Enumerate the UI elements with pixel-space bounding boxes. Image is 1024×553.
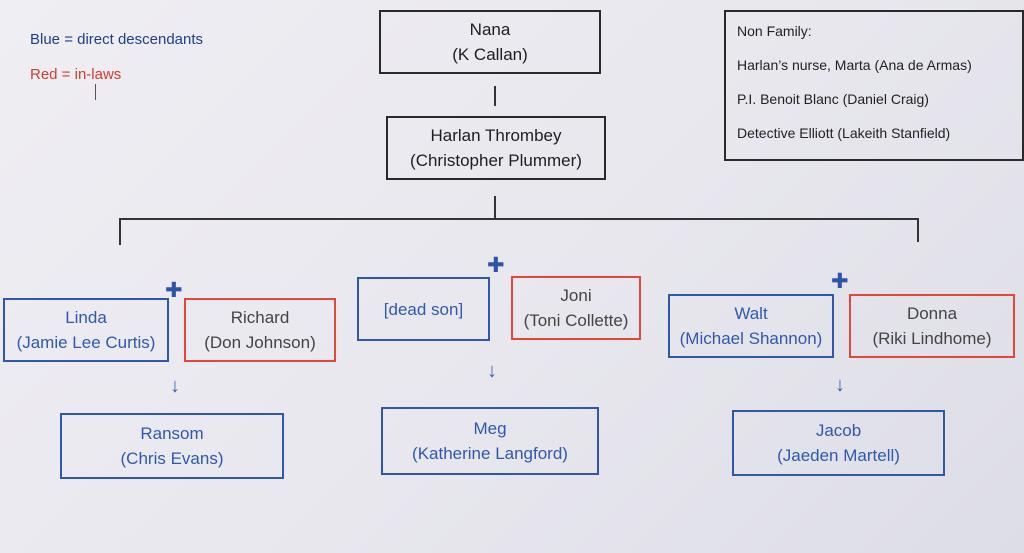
- node-ransom: Ransom (Chris Evans): [60, 413, 284, 479]
- node-dead-son-name: [dead son]: [383, 299, 464, 319]
- connector-nana-harlan: [494, 86, 496, 106]
- node-richard-actor: (Don Johnson): [204, 333, 316, 352]
- node-richard-name: Richard: [230, 308, 290, 327]
- node-walt-actor: (Michael Shannon): [679, 329, 823, 348]
- node-linda-name: Linda: [65, 308, 107, 327]
- node-ransom-actor: (Chris Evans): [120, 449, 224, 468]
- node-joni-name: Joni: [560, 286, 592, 305]
- node-joni-actor: (Toni Collette): [523, 311, 629, 330]
- children-bar: [119, 218, 919, 220]
- node-linda: Linda (Jamie Lee Curtis): [3, 298, 169, 362]
- plus-icon: ✚: [487, 254, 505, 277]
- node-harlan-actor: (Christopher Plummer): [410, 151, 582, 170]
- node-dead-son: [dead son]: [357, 277, 490, 341]
- node-donna: Donna (Riki Lindhome): [849, 294, 1015, 358]
- children-bar-right-drop: [917, 218, 919, 242]
- node-harlan: Harlan Thrombey (Christopher Plummer): [386, 116, 606, 180]
- node-nana-actor: (K Callan): [452, 45, 528, 64]
- node-walt: Walt (Michael Shannon): [668, 294, 834, 358]
- node-joni: Joni (Toni Collette): [511, 276, 641, 340]
- arrow-down-icon: ↓: [170, 375, 180, 397]
- node-donna-name: Donna: [906, 304, 958, 323]
- non-family-title: Non Family:: [737, 23, 812, 39]
- arrow-down-icon: ↓: [835, 374, 845, 396]
- legend-red: Red = in-laws: [30, 66, 122, 83]
- node-nana: Nana (K Callan): [379, 10, 601, 74]
- node-ransom-name: Ransom: [140, 424, 204, 443]
- node-jacob-actor: (Jaeden Martell): [777, 446, 900, 465]
- non-family-item: Harlan’s nurse, Marta (Ana de Armas): [737, 57, 972, 73]
- plus-icon: ✚: [831, 270, 849, 293]
- arrow-down-icon: ↓: [487, 360, 497, 382]
- text-cursor-icon: [95, 84, 96, 100]
- node-meg: Meg (Katherine Langford): [381, 407, 599, 475]
- children-bar-left-drop: [119, 218, 121, 245]
- node-donna-actor: (Riki Lindhome): [872, 329, 992, 348]
- node-meg-name: Meg: [473, 419, 507, 438]
- node-walt-name: Walt: [734, 304, 768, 323]
- node-meg-actor: (Katherine Langford): [412, 444, 568, 463]
- node-linda-actor: (Jamie Lee Curtis): [16, 333, 156, 352]
- non-family-item: Detective Elliott (Lakeith Stanfield): [737, 125, 951, 141]
- node-jacob: Jacob (Jaeden Martell): [732, 410, 945, 476]
- node-nana-name: Nana: [469, 20, 511, 39]
- non-family-item: P.I. Benoit Blanc (Daniel Craig): [737, 91, 929, 107]
- node-jacob-name: Jacob: [815, 421, 862, 440]
- legend-blue: Blue = direct descendants: [30, 31, 204, 48]
- node-harlan-name: Harlan Thrombey: [430, 126, 562, 145]
- plus-icon: ✚: [165, 279, 183, 302]
- node-richard: Richard (Don Johnson): [184, 298, 336, 362]
- non-family-panel: Non Family: Harlan’s nurse, Marta (Ana d…: [724, 10, 1024, 161]
- connector-harlan-bar: [494, 196, 496, 218]
